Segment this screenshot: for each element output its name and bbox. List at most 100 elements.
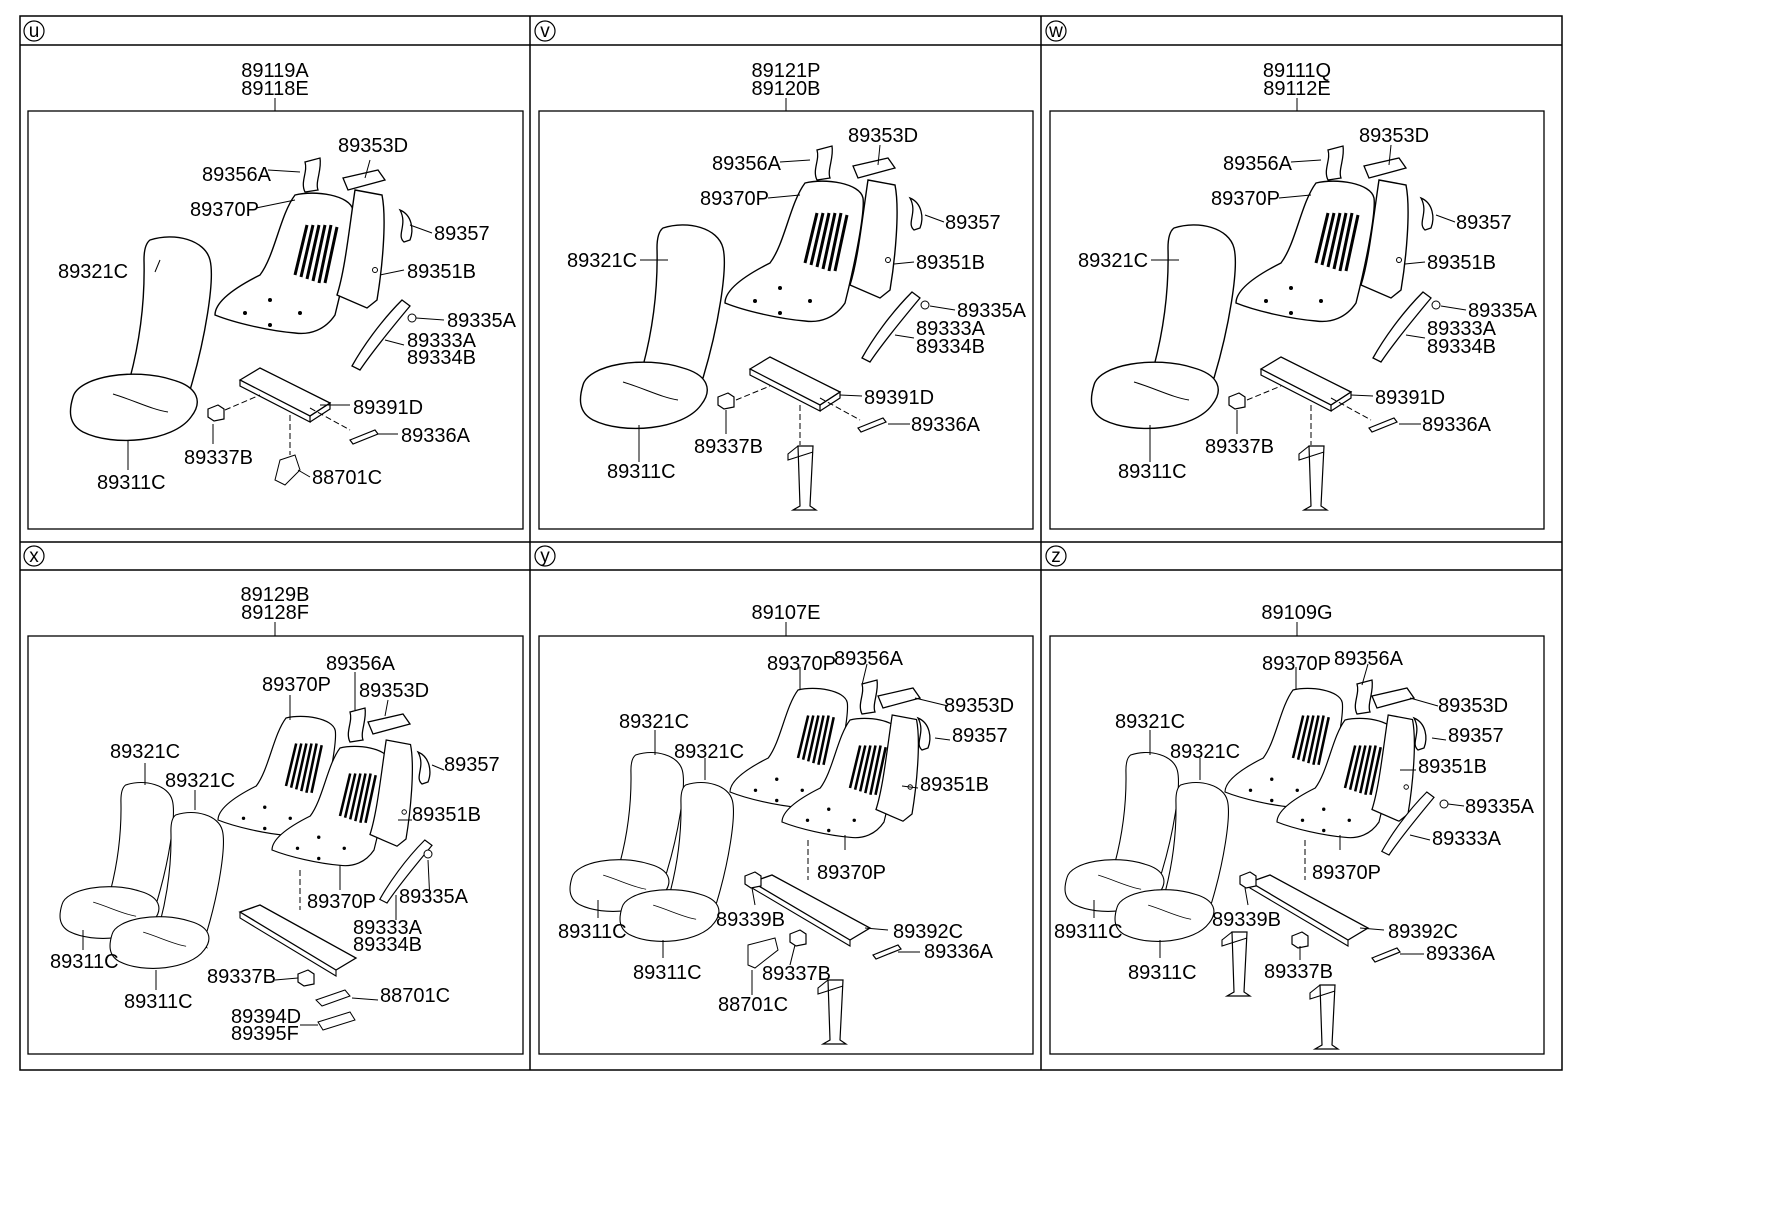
part-label: 89339B	[1212, 909, 1281, 931]
part-label: 89337B	[1205, 436, 1274, 458]
part-label: 89357	[434, 223, 490, 245]
part-label: 89311C	[1118, 461, 1187, 483]
part-label: 89337B	[1264, 961, 1333, 983]
seat-drawing	[1064, 663, 1465, 1050]
assembly-number: 89107E	[752, 602, 821, 624]
part-label: 89321C	[567, 250, 637, 272]
part-label: 89395F	[231, 1023, 299, 1045]
part-label: 89391D	[864, 387, 934, 409]
assembly-frame	[538, 635, 1034, 1055]
panel-w: w 89111Q 89112E	[1045, 20, 1545, 530]
part-label: 89356A	[834, 648, 904, 670]
panel-letter-badge	[534, 545, 556, 567]
assembly-frame	[27, 635, 524, 1055]
part-label: 89334B	[1427, 336, 1496, 358]
part-label: 89370P	[262, 674, 331, 696]
part-label: 89336A	[1422, 414, 1492, 436]
panel-x: x 89129B 89128F	[23, 545, 524, 1055]
part-label: 88701C	[380, 985, 450, 1007]
seat-drawing	[69, 157, 445, 486]
panel-letter-badge	[1045, 545, 1067, 567]
part-label: 89370P	[817, 862, 886, 884]
part-label: 89321C	[1115, 711, 1185, 733]
part-label: 88701C	[718, 994, 788, 1016]
part-label: 89339B	[716, 909, 785, 931]
part-label: 89334B	[353, 934, 422, 956]
part-label: 89357	[952, 725, 1008, 747]
part-label: 89370P	[1211, 188, 1280, 210]
panel-letter: w	[1048, 21, 1063, 42]
part-label: 89370P	[767, 653, 836, 675]
part-label: 89321C	[1170, 741, 1240, 763]
part-label: 89311C	[633, 962, 702, 984]
part-label: 89337B	[694, 436, 763, 458]
part-label: 89333A	[407, 330, 477, 352]
part-label: 89357	[1448, 725, 1504, 747]
part-label: 89311C	[50, 951, 119, 973]
panel-letter: u	[29, 21, 40, 42]
panel-letter-badge	[1045, 20, 1067, 42]
panel-u: u 89119A 89118E	[23, 20, 524, 530]
part-label: 89351B	[412, 804, 481, 826]
part-label: 89351B	[1427, 252, 1496, 274]
part-label: 89311C	[1128, 962, 1197, 984]
part-label: 89353D	[848, 125, 918, 147]
seat-drawing	[579, 144, 956, 511]
seat-drawing	[59, 672, 445, 1031]
panel-letter: x	[29, 546, 39, 567]
part-label: 89321C	[165, 770, 235, 792]
part-label: 89353D	[944, 695, 1014, 717]
part-label: 89351B	[916, 252, 985, 274]
part-label: 89370P	[190, 199, 259, 221]
part-label: 89357	[1456, 212, 1512, 234]
assembly-frame	[538, 110, 1034, 530]
part-label: 89321C	[58, 261, 128, 283]
part-label: 89337B	[207, 966, 276, 988]
assembly-frame	[1049, 110, 1545, 530]
panel-letter: y	[540, 546, 550, 567]
part-label: 89311C	[607, 461, 676, 483]
part-label: 89334B	[916, 336, 985, 358]
part-label: 89356A	[1334, 648, 1404, 670]
part-label: 89357	[444, 754, 500, 776]
part-label: 89334B	[407, 347, 476, 369]
assembly-number: 89112E	[1263, 78, 1330, 100]
seat-drawing	[569, 663, 951, 1045]
part-label: 89336A	[401, 425, 471, 447]
panel-letter-badge	[23, 20, 45, 42]
part-label: 89311C	[1054, 921, 1123, 943]
part-label: 89311C	[124, 991, 193, 1013]
part-label: 89336A	[911, 414, 981, 436]
part-label: 89321C	[110, 741, 180, 763]
panel-letter-badge	[534, 20, 556, 42]
part-label: 89333A	[1432, 828, 1502, 850]
assembly-frame	[1049, 635, 1545, 1055]
part-label: 89370P	[307, 891, 376, 913]
part-label: 89353D	[1438, 695, 1508, 717]
part-label: 89333A	[1427, 318, 1497, 340]
part-label: 89356A	[326, 653, 396, 675]
part-label: 89351B	[407, 261, 476, 283]
assembly-frame	[27, 110, 524, 530]
part-label: 89391D	[1375, 387, 1445, 409]
assembly-number: 89118E	[241, 78, 308, 100]
seat-drawing	[1090, 144, 1467, 511]
grid-frame	[19, 15, 1563, 1071]
part-label: 89356A	[1223, 153, 1293, 175]
part-label: 89370P	[700, 188, 769, 210]
assembly-number: 89111Q	[1263, 60, 1331, 82]
part-label: 89370P	[1312, 862, 1381, 884]
assembly-number: 89109G	[1261, 602, 1332, 624]
part-label: 89353D	[1359, 125, 1429, 147]
part-label: 89333A	[353, 917, 423, 939]
panel-z: z 89109G	[1045, 545, 1545, 1055]
part-label: 89394D	[231, 1006, 301, 1028]
part-label: 89353D	[359, 680, 429, 702]
part-label: 89391D	[353, 397, 423, 419]
part-label: 89337B	[184, 447, 253, 469]
part-label: 89351B	[1418, 756, 1487, 778]
part-label: 89351B	[920, 774, 989, 796]
assembly-number: 89129B	[241, 584, 310, 606]
panel-letter: z	[1051, 546, 1061, 567]
part-label: 89335A	[1468, 300, 1538, 322]
